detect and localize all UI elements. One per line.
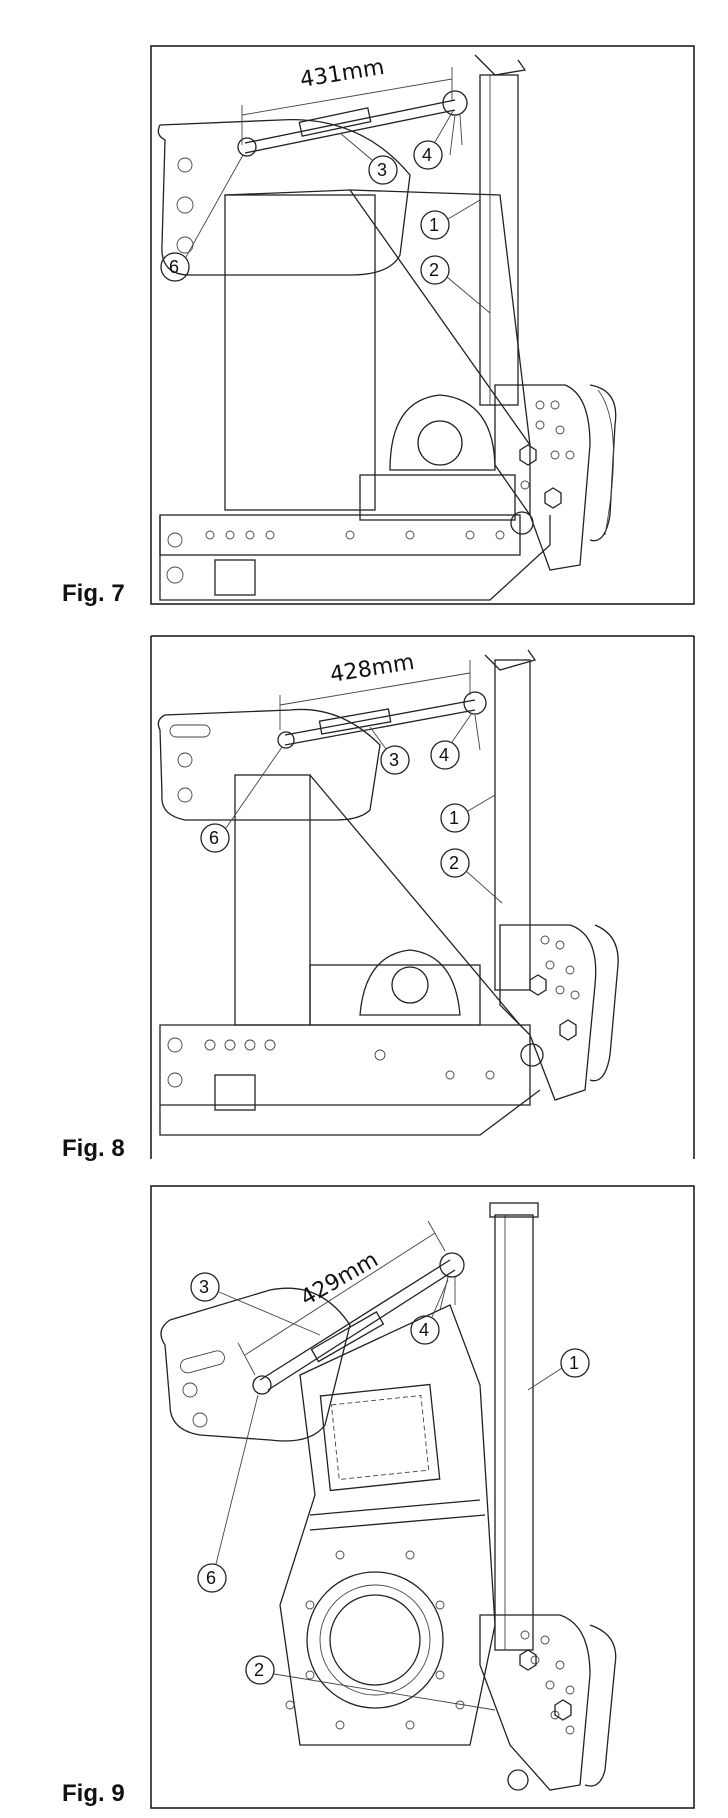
figure-8-callout-3: 3 [369,726,410,775]
svg-text:2: 2 [254,1660,264,1680]
figure-9-callout-1: 1 [527,1348,590,1391]
figure-9-label: Fig. 9 [62,1780,125,1807]
figure-9-callout-2: 2 [245,1655,496,1711]
figure-9: 429mm 1 2 3 4 6 [150,1185,695,1810]
svg-text:1: 1 [449,808,459,828]
figure-8-callout-2: 2 [440,848,503,904]
svg-text:3: 3 [199,1277,209,1297]
svg-text:4: 4 [422,145,432,165]
figure-7-callout-3: 3 [339,132,398,185]
figure-9-dimension-label: 429mm [297,1247,383,1311]
figure-8-callout-6: 6 [200,746,283,853]
figure-8-label: Fig. 8 [62,1135,125,1162]
figure-7-dimension-label: 431mm [298,55,386,93]
figure-7: 431mm 1 2 3 4 6 [150,45,695,605]
figure-8-callout-1: 1 [440,794,496,833]
figure-7-label: Fig. 7 [62,580,125,607]
figure-7-callout-1: 1 [420,199,481,240]
figure-8-dimension-label: 428mm [328,650,416,688]
figure-8-callout-4: 4 [430,712,473,770]
svg-text:1: 1 [429,215,439,235]
svg-text:6: 6 [169,257,179,277]
figure-8-drawing: 428mm 1 2 3 4 6 [150,635,695,1159]
figure-7-callout-6: 6 [160,154,244,282]
svg-text:3: 3 [389,750,399,770]
figure-8: 428mm 1 2 3 4 6 [150,635,695,1160]
figure-9-callout-3: 3 [190,1272,321,1336]
svg-text:4: 4 [419,1320,429,1340]
figure-9-callout-4: 4 [410,1279,449,1345]
svg-text:2: 2 [449,853,459,873]
figure-7-drawing: 431mm 1 2 3 4 6 [150,45,695,605]
svg-text:1: 1 [569,1353,579,1373]
figure-9-drawing: 429mm 1 2 3 4 6 [150,1185,695,1809]
svg-text:3: 3 [377,160,387,180]
svg-text:6: 6 [209,828,219,848]
figure-7-callout-2: 2 [420,255,491,314]
svg-text:4: 4 [439,745,449,765]
figure-7-callout-4: 4 [413,110,454,170]
figure-9-callout-6: 6 [197,1394,259,1593]
svg-text:2: 2 [429,260,439,280]
svg-text:6: 6 [206,1568,216,1588]
